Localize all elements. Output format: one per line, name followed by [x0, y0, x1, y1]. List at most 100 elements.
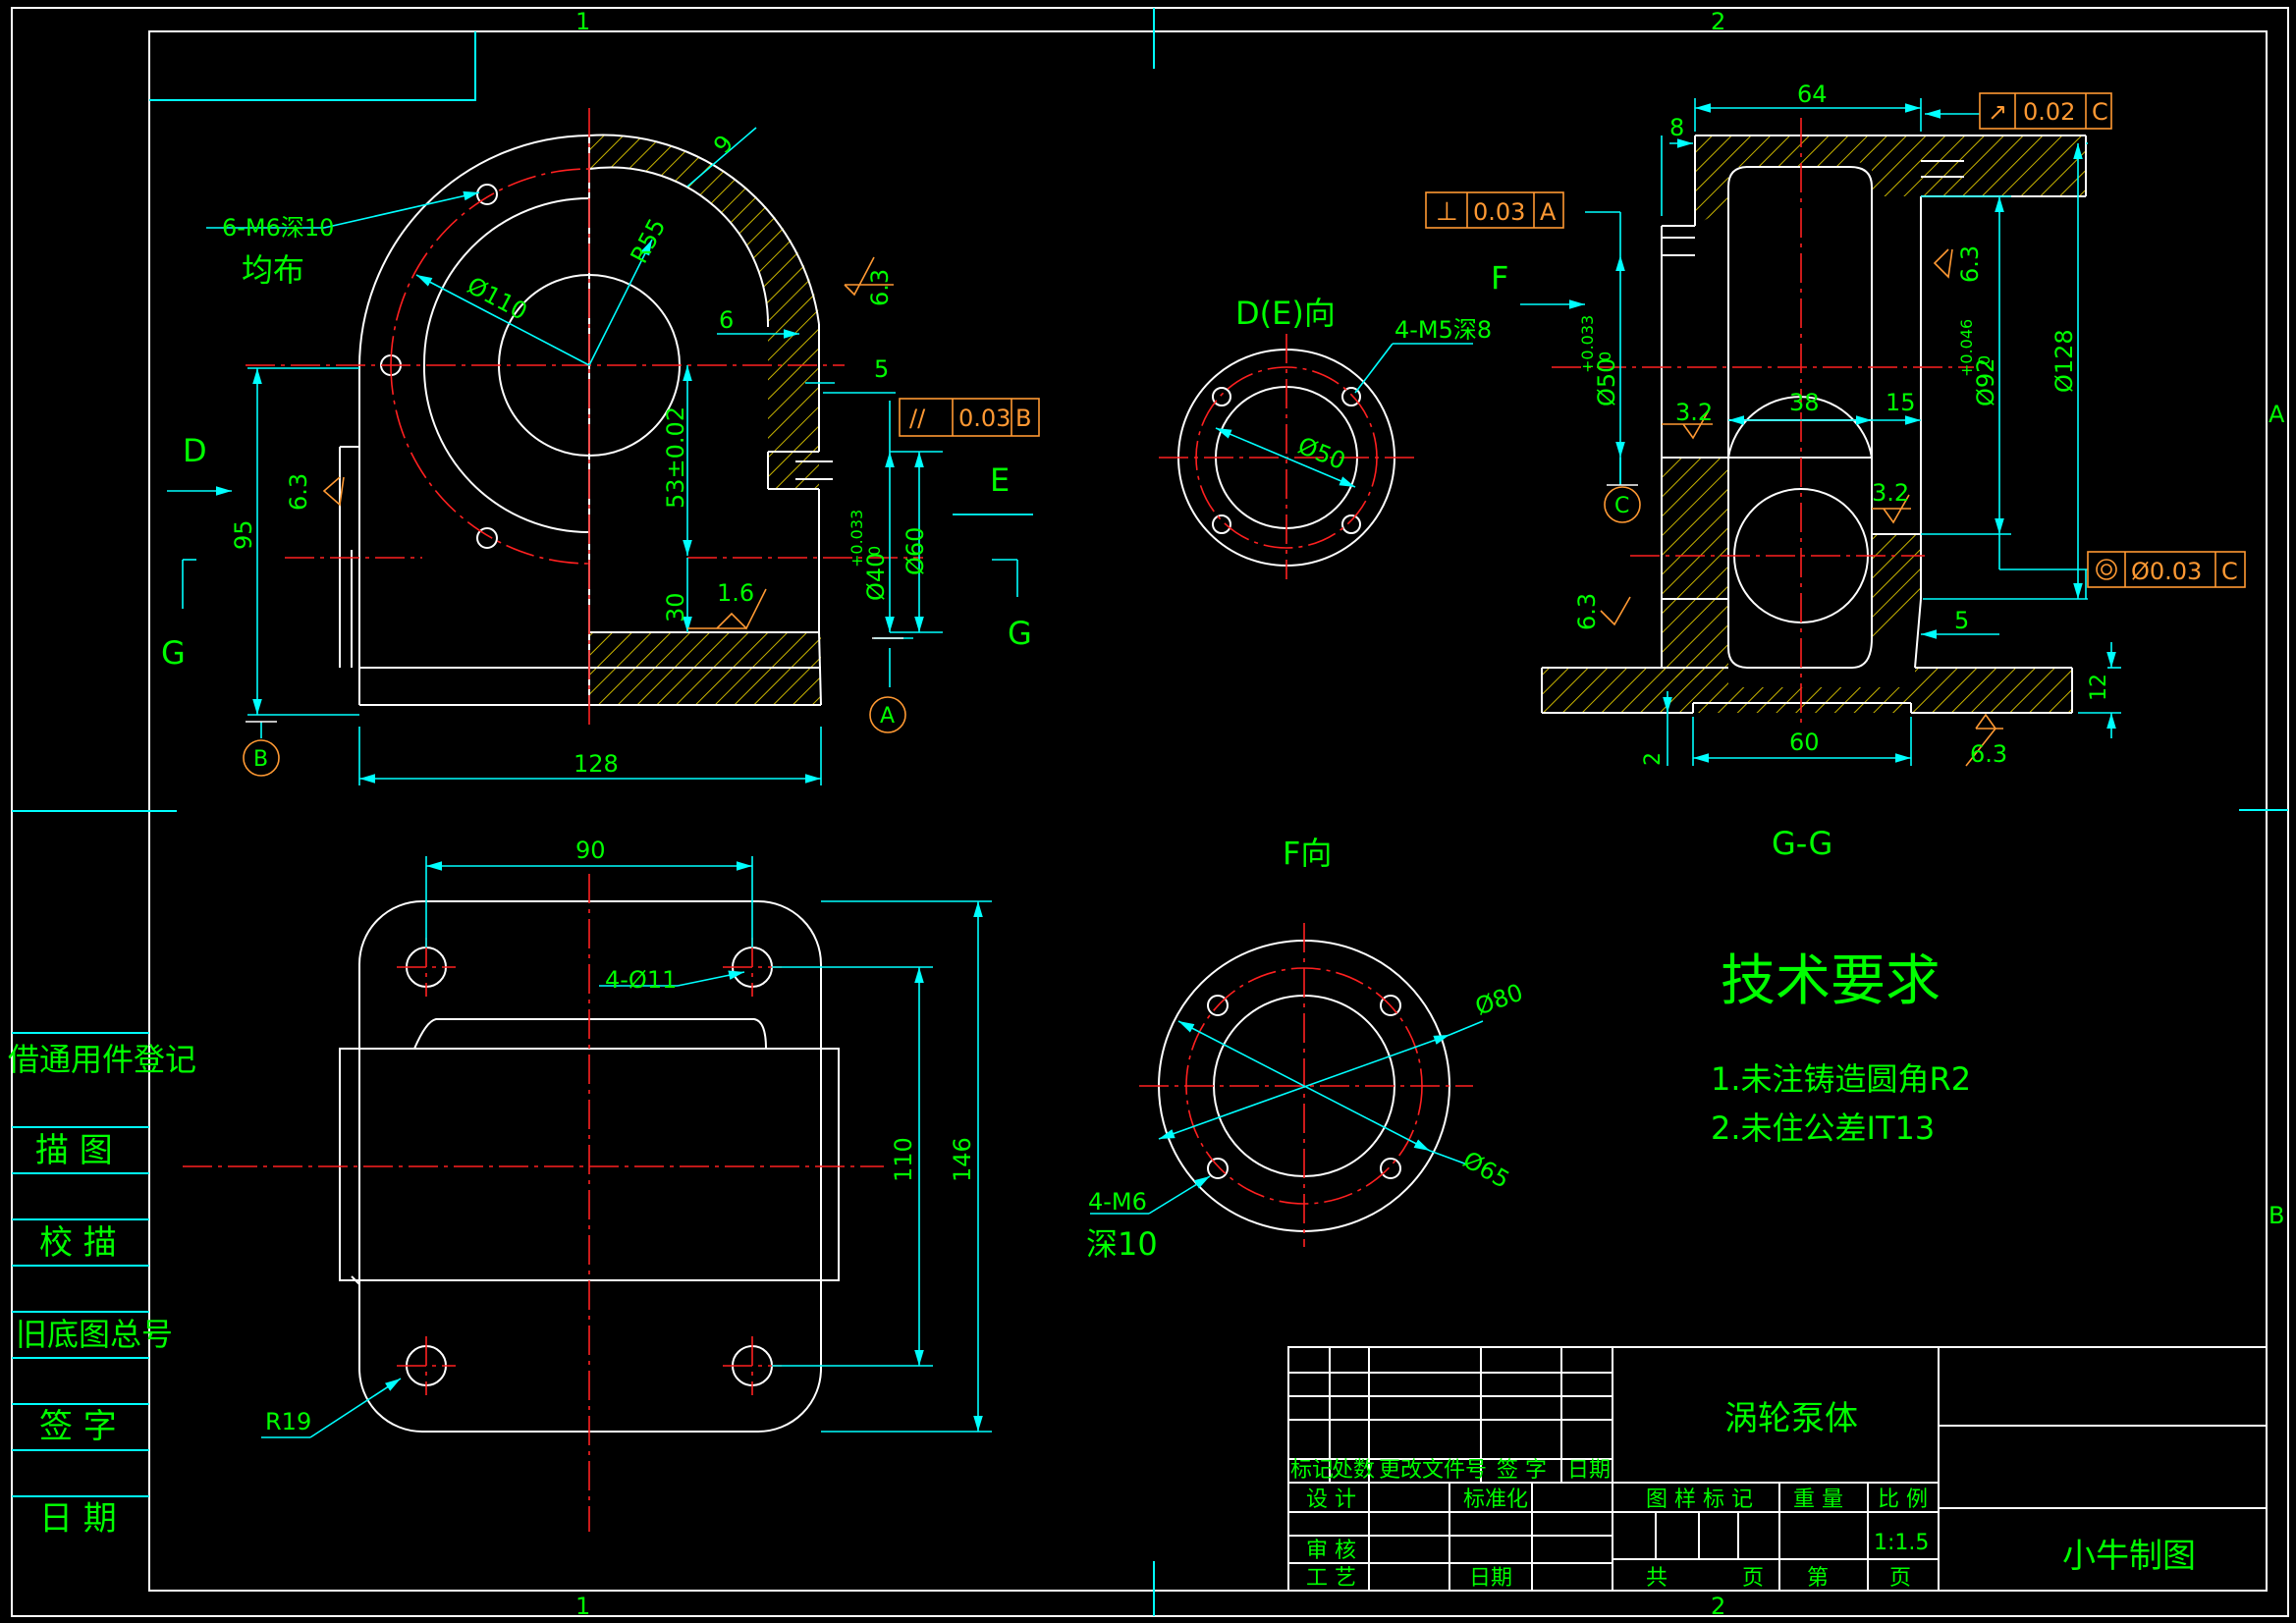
- bottom-dim-110: 110: [890, 1137, 917, 1182]
- gg-perp-symbol: ⊥: [1436, 197, 1458, 227]
- front-r55: R55: [626, 214, 672, 268]
- front-nine: 9: [708, 130, 738, 159]
- front-par-symbol: //: [909, 405, 926, 432]
- tb-design: 设 计: [1306, 1488, 1356, 1512]
- front-rough-63-left: 6.3: [285, 473, 312, 511]
- zone-label-top-2: 2: [1711, 8, 1725, 35]
- front-dim-60: Ø60: [902, 527, 929, 575]
- tb-maker: 小牛制图: [2062, 1537, 2196, 1576]
- tb-no: 第: [1807, 1566, 1829, 1591]
- tb-mark: 标记: [1290, 1458, 1334, 1483]
- gg-runout-symbol: ↗: [1988, 98, 2007, 126]
- front-label-g-right: G: [1008, 615, 1032, 652]
- tech-item-1: 1.未注铸造圆角R2: [1711, 1060, 1971, 1098]
- bottom-dim-90: 90: [575, 837, 606, 864]
- gg-dim-38: 38: [1789, 389, 1820, 416]
- tb-date2: 日期: [1469, 1566, 1512, 1591]
- gg-dim-60: 60: [1789, 729, 1820, 756]
- side-register: 借通用件登记: [8, 1041, 196, 1078]
- front-par-datum: B: [1015, 405, 1031, 432]
- gg-view: G-G 64 8 38 15 5 12 2 60 Ø50 +0.033 0 Ø9…: [1425, 81, 2246, 862]
- front-thread-note: 6-M6深10: [222, 214, 334, 242]
- tb-sign: 签 字: [1497, 1458, 1547, 1483]
- gg-tol-92-low: 0: [1975, 355, 1994, 365]
- gg-rough-32-b: 3.2: [1872, 479, 1909, 507]
- front-dim-128: 128: [574, 750, 619, 778]
- tb-sheet2: 页: [1889, 1566, 1911, 1591]
- gg-title: G-G: [1772, 825, 1832, 862]
- front-section-hatch-arc: [589, 135, 819, 447]
- gg-conc-value: Ø0.03: [2131, 558, 2202, 585]
- front-datum-a: A: [880, 704, 895, 729]
- gg-tol-50-low: 0: [1596, 352, 1614, 361]
- zone-label-right-b: B: [2269, 1202, 2284, 1229]
- gg-tol-50: +0.033: [1578, 315, 1597, 373]
- f-view: F向 Ø80 Ø65 4-M6 深10: [1086, 835, 1527, 1263]
- gg-dim-12: 12: [2087, 674, 2111, 701]
- side-old-number: 旧底图总号: [16, 1316, 173, 1353]
- gg-runout-datum: C: [2092, 98, 2108, 126]
- side-trace: 描 图: [35, 1131, 113, 1170]
- de-thread: 4-M5深8: [1394, 316, 1492, 344]
- front-datum-b: B: [253, 747, 268, 772]
- gg-conc-datum: C: [2221, 558, 2238, 585]
- gg-hatch-top: [1695, 135, 2086, 226]
- gg-dim-64: 64: [1797, 81, 1828, 108]
- gg-dim-5: 5: [1954, 607, 1969, 634]
- front-dim-53: 53±0.02: [662, 406, 689, 509]
- bottom-holes: 4-Ø11: [605, 966, 677, 994]
- gg-rough-32-a: 3.2: [1675, 399, 1713, 426]
- de-dia: Ø50: [1294, 432, 1349, 475]
- gg-dim-128: Ø128: [2050, 329, 2078, 393]
- bottom-view: 90 4-Ø11 110 146 R19: [183, 837, 992, 1532]
- gg-rough-63-b: 6.3: [1573, 593, 1601, 630]
- gg-tol-92: +0.046: [1957, 319, 1976, 377]
- gg-hatch-mid: [1662, 458, 1728, 677]
- gg-label-f: F: [1491, 259, 1508, 297]
- front-five: 5: [874, 355, 889, 383]
- bottom-dim-146: 146: [949, 1137, 976, 1182]
- sheet-frame: [11, 7, 2289, 1617]
- tech-requirements: 技术要求 1.未注铸造圆角R2 2.未住公差IT13: [1711, 949, 1971, 1147]
- front-par-value: 0.03: [958, 405, 1011, 432]
- gg-hatch-right: [1872, 534, 1921, 638]
- de-view: D(E)向 4-M5深8 Ø50: [1159, 295, 1492, 579]
- f-title: F向: [1283, 835, 1332, 872]
- tb-standard: 标准化: [1463, 1488, 1528, 1512]
- zone-label-bottom-2: 2: [1711, 1593, 1725, 1620]
- front-tol-40-low: 0: [865, 546, 884, 556]
- frame-zone-marks: [12, 8, 2288, 1616]
- tb-scale-value: 1:1.5: [1874, 1531, 1929, 1555]
- gg-hatch-base: [1542, 668, 2072, 713]
- front-rough-63-top: 6.3: [866, 269, 894, 306]
- side-sign: 签 字: [39, 1407, 117, 1446]
- f-dia-65: Ø65: [1458, 1146, 1514, 1194]
- title-block: [1287, 1346, 2268, 1592]
- gg-dim-92: Ø92: [1972, 358, 1999, 406]
- gg-rough-63-c: 6.3: [1970, 740, 2007, 768]
- side-check-trace: 校 描: [39, 1223, 117, 1263]
- tech-title: 技术要求: [1721, 949, 1941, 1013]
- tb-change-doc: 更改文件号: [1379, 1458, 1487, 1483]
- tech-item-2: 2.未住公差IT13: [1711, 1109, 1935, 1147]
- front-view: 6-M6深10 均布 Ø110 R55 9 6 5 6.3 6.3 1.6 53…: [161, 108, 1040, 785]
- tb-weight: 重 量: [1793, 1488, 1843, 1512]
- front-label-g-left: G: [161, 634, 186, 672]
- gg-datum-c: C: [1614, 494, 1629, 518]
- tb-count: 处数: [1332, 1458, 1375, 1483]
- tb-scale: 比 例: [1878, 1488, 1928, 1512]
- side-date: 日 期: [39, 1499, 117, 1539]
- bottom-r19: R19: [265, 1408, 311, 1435]
- tb-process: 工 艺: [1306, 1566, 1356, 1591]
- front-label-e: E: [990, 461, 1010, 499]
- front-six: 6: [719, 306, 734, 334]
- tb-part-name: 涡轮泵体: [1724, 1399, 1858, 1438]
- zone-label-bottom-1: 1: [575, 1593, 590, 1620]
- front-dim-40: Ø40: [862, 553, 890, 601]
- gg-dim-15: 15: [1886, 389, 1916, 416]
- gg-dim-8: 8: [1669, 114, 1684, 141]
- front-label-d: D: [183, 432, 207, 469]
- tb-total: 共: [1646, 1566, 1667, 1591]
- f-dia-80: Ø80: [1471, 978, 1526, 1020]
